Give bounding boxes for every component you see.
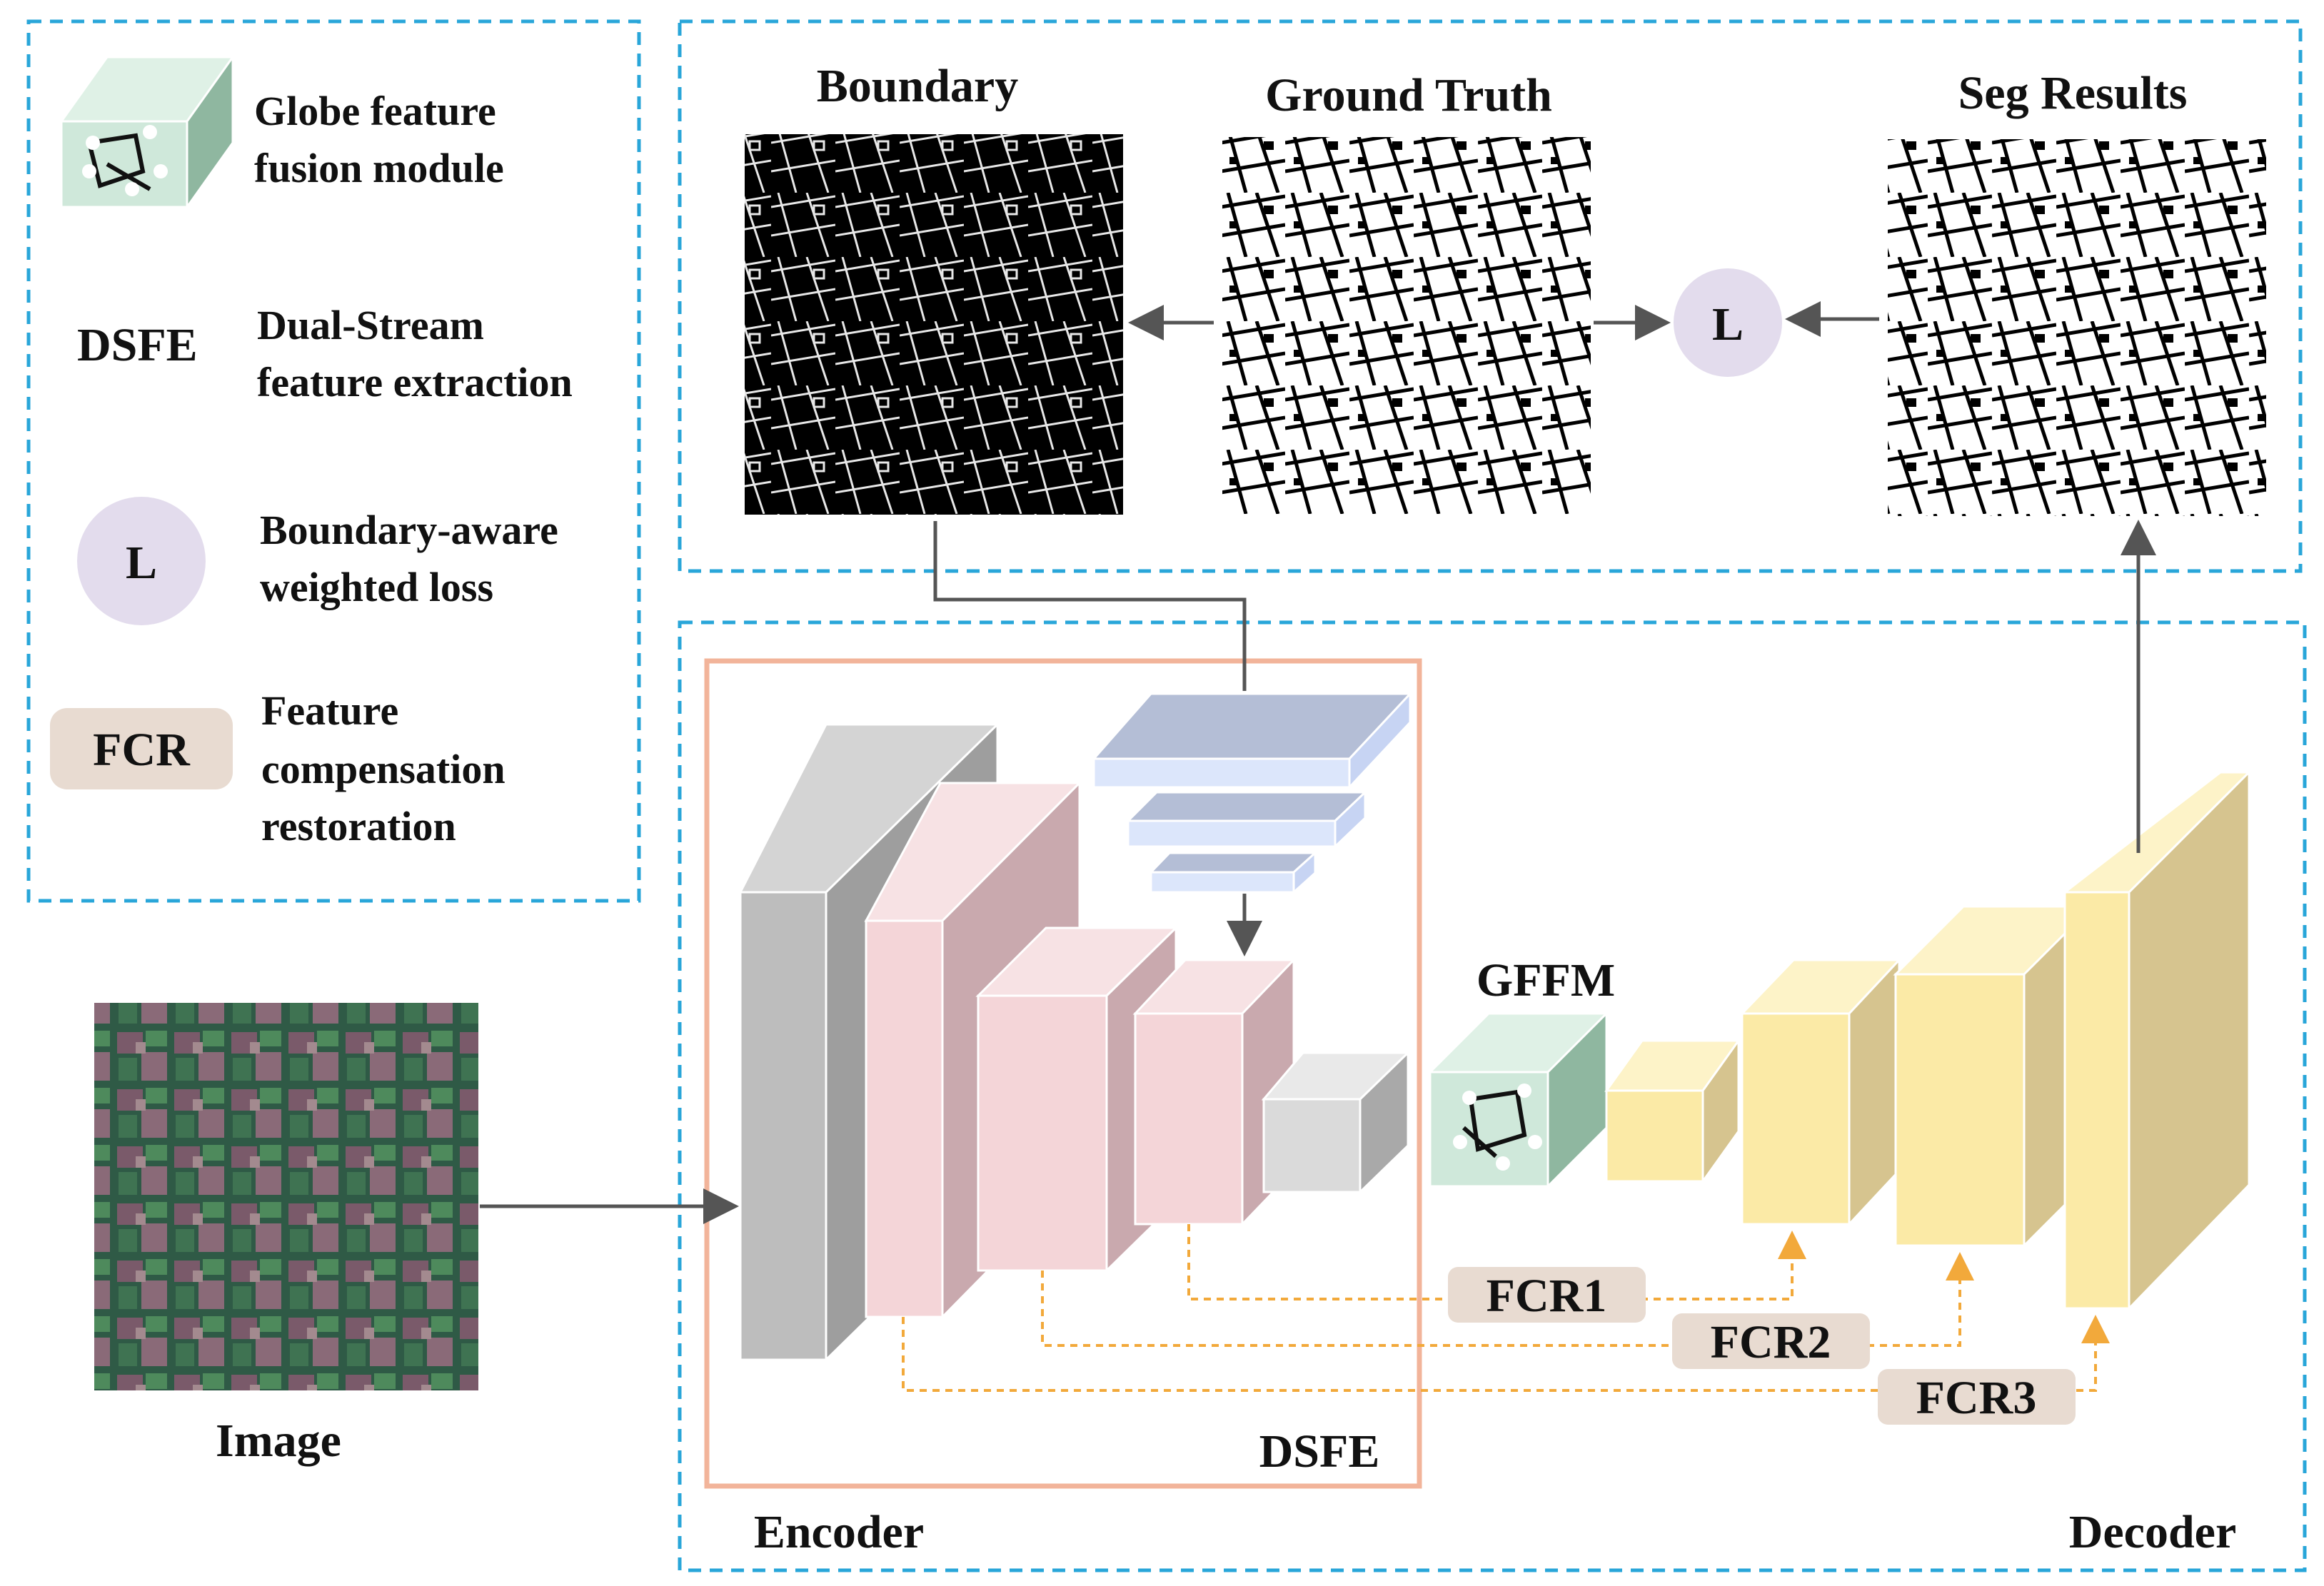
loss-circle-icon bbox=[1674, 268, 1782, 377]
top-panel: Boundary Ground Truth Seg Results L bbox=[678, 19, 2303, 573]
legend-dsfe-line1: Dual-Stream bbox=[257, 302, 484, 348]
legend-gffm-line1: Globe feature bbox=[254, 88, 496, 134]
legend-loss-line1: Boundary-aware bbox=[260, 507, 558, 553]
legend-fcr-line1: Feature bbox=[261, 687, 398, 734]
legend-panel: Globe feature fusion module DSFE Dual-St… bbox=[26, 19, 641, 903]
input-image bbox=[94, 1003, 478, 1390]
decoder-block-4 bbox=[2061, 769, 2252, 1311]
decoder-block-1 bbox=[1604, 1037, 1741, 1185]
legend-loss-line2: weighted loss bbox=[260, 564, 493, 610]
fcr1-label: FCR1 bbox=[1487, 1270, 1607, 1322]
encoder-label: Encoder bbox=[754, 1506, 924, 1558]
legend-gffm-line2: fusion module bbox=[254, 145, 504, 191]
loss-label: L bbox=[1712, 298, 1744, 350]
seg-results-title: Seg Results bbox=[1958, 67, 2188, 119]
dsfe-box bbox=[704, 658, 1422, 1489]
image-label: Image bbox=[216, 1415, 341, 1467]
legend-dsfe-line2: feature extraction bbox=[257, 359, 573, 405]
dsfe-label: DSFE bbox=[1259, 1425, 1380, 1478]
fcr2-badge bbox=[1672, 1313, 1870, 1369]
gffm-cube-icon bbox=[1427, 1011, 1609, 1189]
legend-fcr-badge bbox=[50, 708, 233, 789]
legend-loss-circle-icon bbox=[77, 497, 206, 625]
ground-truth-title: Ground Truth bbox=[1265, 69, 1552, 121]
fcr3-badge bbox=[1878, 1369, 2076, 1425]
legend-fcr-line3: restoration bbox=[261, 803, 456, 849]
fcr3-label: FCR3 bbox=[1916, 1372, 2037, 1424]
legend-fcr-line2: compensation bbox=[261, 746, 505, 792]
fcr2-label: FCR2 bbox=[1711, 1316, 1831, 1368]
legend-loss-abbr: L bbox=[126, 537, 157, 589]
legend-fcr-abbr: FCR bbox=[93, 724, 191, 776]
legend-gffm-cube-icon bbox=[59, 54, 235, 211]
boundary-title: Boundary bbox=[817, 60, 1018, 112]
bottom-panel: Image bbox=[94, 520, 2307, 1572]
gffm-label: GFFM bbox=[1477, 954, 1615, 1006]
boundary-image bbox=[745, 134, 1123, 515]
fcr1-badge bbox=[1448, 1267, 1646, 1323]
decoder-block-2 bbox=[1739, 957, 1902, 1227]
encoder-block-5 bbox=[1261, 1050, 1411, 1195]
decoder-block-3 bbox=[1893, 904, 2095, 1248]
decoder-label: Decoder bbox=[2069, 1506, 2237, 1558]
boundary-stream-slabs bbox=[1091, 691, 1413, 895]
boundary-to-dsfe-line bbox=[933, 521, 1247, 691]
legend-dsfe-abbr: DSFE bbox=[77, 319, 198, 371]
seg-results-image bbox=[1888, 139, 2266, 516]
ground-truth-image bbox=[1222, 137, 1591, 514]
